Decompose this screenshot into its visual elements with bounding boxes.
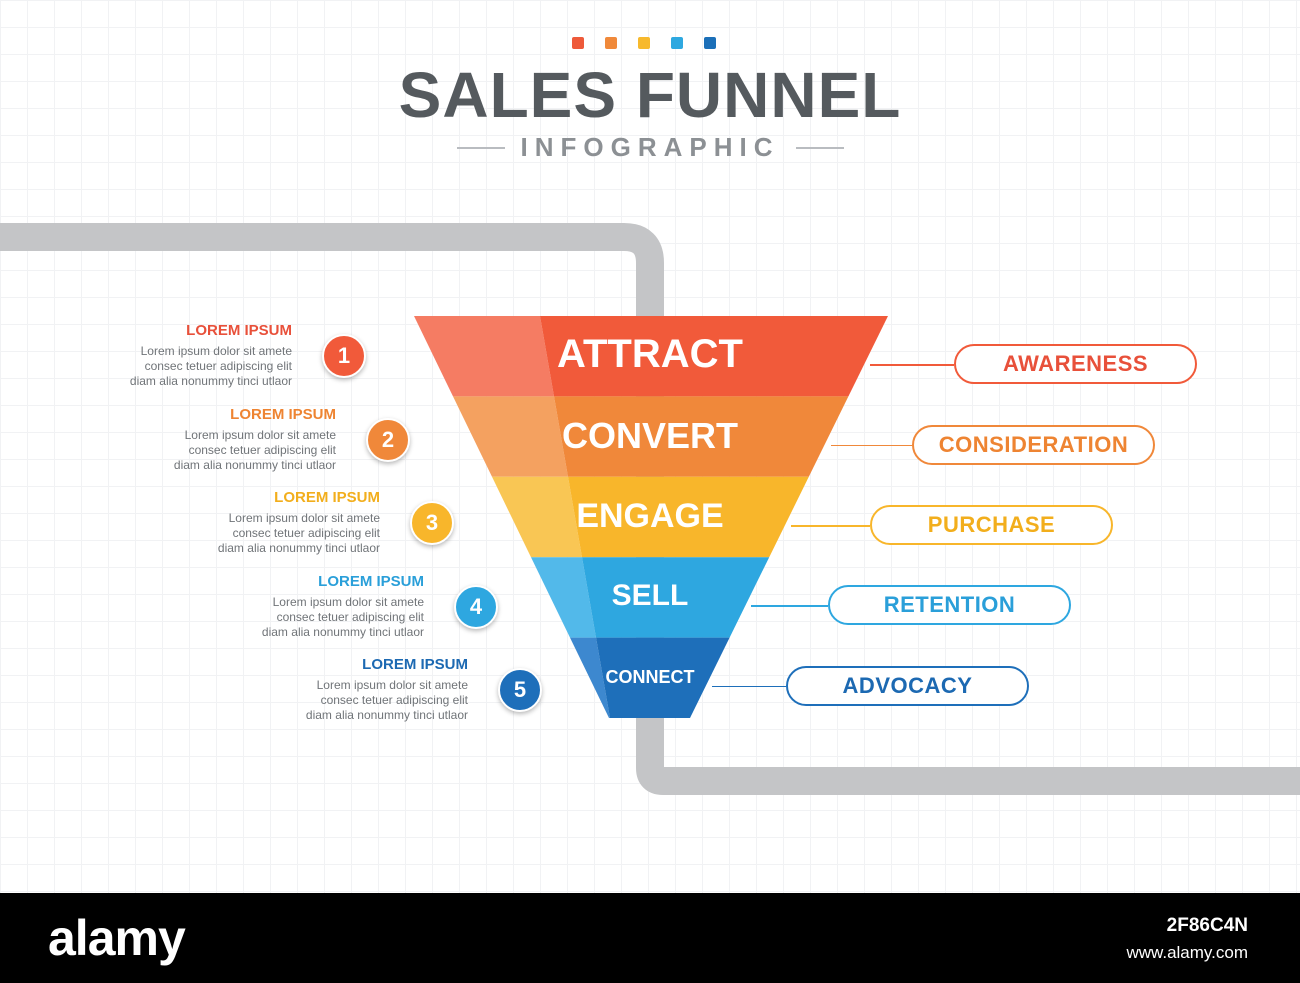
stage-pill: ADVOCACY	[786, 665, 1029, 706]
subtitle-rule-left	[456, 146, 505, 149]
stage-pill: PURCHASE	[870, 505, 1113, 545]
funnel-stage-label: ENGAGE	[576, 496, 724, 535]
funnel-band-highlight	[570, 637, 610, 718]
stage-pill: RETENTION	[828, 585, 1071, 626]
funnel-stage-label: CONNECT	[605, 667, 695, 687]
stage-pill: AWARENESS	[954, 344, 1197, 385]
stage-description-line: diam alia nonummy tinci utlaor	[261, 624, 424, 639]
stage-description-line: consec tetuer adipiscing elit	[188, 442, 336, 457]
stage-pill: CONSIDERATION	[912, 424, 1155, 465]
accent-dots	[572, 37, 716, 49]
funnel-band-highlight	[414, 316, 554, 397]
funnel-stage-label: SELL	[611, 579, 689, 613]
stage-description-line: diam alia nonummy tinci utlaor	[129, 374, 292, 388]
funnel-band	[540, 316, 888, 397]
stage-number-badge: 5	[498, 668, 542, 712]
frame-top-bar	[0, 223, 664, 700]
accent-dot	[638, 37, 650, 49]
stage-connector-line	[830, 444, 912, 447]
stage-description-line: Lorem ipsum dolor sit amete	[184, 427, 336, 442]
stage-description-line: diam alia nonummy tinci utlaor	[173, 457, 336, 472]
stage-description-line: diam alia nonummy tinci utlaor	[217, 541, 380, 555]
stage-description-line: diam alia nonummy tinci utlaor	[305, 708, 468, 722]
accent-dot	[605, 37, 617, 49]
stage-number-badge: 1	[322, 334, 366, 378]
funnel-stage-label: ATTRACT	[557, 332, 743, 377]
stage-description-title: LOREM IPSUM	[318, 572, 424, 590]
stage-description-title: LOREM IPSUM	[230, 405, 336, 423]
stage-description-line: consec tetuer adipiscing elit	[276, 609, 424, 624]
footer-bar: alamy 2F86C4N www.alamy.com	[0, 893, 1300, 983]
image-id: 2F86C4N	[1166, 915, 1248, 936]
stage-number-badge: 3	[410, 501, 454, 545]
stage-description-line: consec tetuer adipiscing elit	[320, 693, 468, 707]
stage-connector-line	[751, 605, 828, 607]
background-frame	[0, 223, 1300, 795]
alamy-wordmark: alamy	[48, 910, 186, 966]
stage-description-title: LOREM IPSUM	[274, 489, 380, 506]
stage-description-line: Lorem ipsum dolor sit amete	[228, 511, 380, 525]
subtitle-rule-right	[795, 146, 844, 149]
funnel-band	[596, 637, 730, 718]
stage-connector-line	[791, 525, 870, 527]
funnel-stage-label: CONVERT	[561, 415, 738, 456]
subtitle-row: INFOGRAPHIC	[0, 132, 1300, 163]
frame-bottom-bar	[636, 700, 1300, 795]
funnel	[414, 316, 888, 718]
accent-dot	[572, 37, 584, 49]
funnel-band-highlight	[531, 557, 596, 638]
stage-connector-line	[870, 364, 954, 366]
stage-description-title: LOREM IPSUM	[186, 322, 292, 339]
funnel-band	[582, 557, 770, 638]
funnel-band	[568, 476, 809, 558]
stage-number-badge: 4	[454, 584, 498, 629]
stage-number-badge: 2	[366, 417, 410, 462]
stage-connector-line	[711, 685, 786, 688]
funnel-band-highlight	[492, 476, 582, 558]
accent-dot	[671, 37, 683, 49]
infographic-canvas: SALES FUNNEL INFOGRAPHIC ATTRACT LOREM IP…	[0, 0, 1300, 893]
site-url: www.alamy.com	[1126, 943, 1248, 962]
stage-description-line: consec tetuer adipiscing elit	[232, 526, 380, 540]
accent-dot	[704, 37, 716, 49]
funnel-band	[554, 396, 849, 477]
stage-description-title: LOREM IPSUM	[362, 656, 468, 673]
stage-description-line: consec tetuer adipiscing elit	[144, 359, 292, 373]
stage-description-line: Lorem ipsum dolor sit amete	[316, 678, 468, 692]
stage-description-line: Lorem ipsum dolor sit amete	[140, 344, 292, 358]
stage-description-line: Lorem ipsum dolor sit amete	[272, 594, 424, 609]
page-subtitle: INFOGRAPHIC	[520, 132, 780, 162]
funnel-band-highlight	[453, 396, 568, 477]
page-title: SALES FUNNEL	[398, 59, 902, 131]
